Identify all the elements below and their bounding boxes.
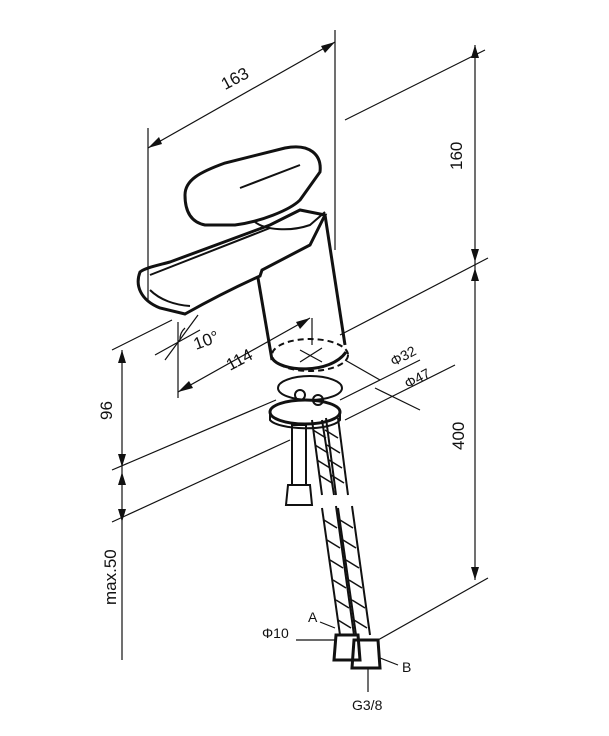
spout-tip-extension <box>111 319 173 351</box>
hose-lower-2-left <box>337 507 357 636</box>
bottom-leaders <box>296 621 399 692</box>
right-dimension-lines <box>339 45 489 641</box>
dim-hose-length-label: 400 <box>449 422 468 450</box>
spout-top-edge <box>149 227 271 276</box>
reach-dimension-line <box>177 317 311 393</box>
center-cross-2 <box>299 347 323 363</box>
mounting-assembly <box>268 375 343 506</box>
arrow-top <box>471 45 479 58</box>
dim-reach-label: 114 <box>223 345 256 375</box>
fitting-a <box>332 633 362 662</box>
deck-top-extension <box>111 399 277 471</box>
arrow-mid-up <box>471 249 479 262</box>
label-phi10: Φ10 <box>262 625 289 641</box>
phi32-leader <box>344 359 381 381</box>
hose-braid-pattern <box>312 429 368 629</box>
middle-extension-line <box>339 257 489 336</box>
mounting-plate <box>268 398 342 426</box>
hose-lower-1-right <box>335 505 355 636</box>
bolt-1 <box>294 389 306 401</box>
braided-hoses <box>311 417 382 670</box>
hose-2-right <box>337 417 349 496</box>
width-dimension <box>147 30 336 300</box>
phi47-extension-2 <box>344 364 456 421</box>
bottom-extension-line <box>377 577 489 641</box>
bolt-2 <box>312 394 324 406</box>
base-ellipse-dashed <box>271 338 349 372</box>
width-dimension-line <box>147 41 336 149</box>
a-leader <box>319 621 336 629</box>
label-thread: G3/8 <box>352 697 383 713</box>
rod-nut <box>284 484 314 506</box>
handle-base <box>254 211 326 231</box>
arrow-reach-right <box>296 318 310 329</box>
arrow-mid-down <box>471 268 479 281</box>
arrow-96-top <box>118 350 126 363</box>
dim-phi32-label: Φ32 <box>388 342 419 369</box>
handle-outline <box>183 145 322 227</box>
dim-angle-label: 10° <box>191 327 222 354</box>
diameter-leaders <box>339 359 456 421</box>
spout-underside <box>149 289 191 307</box>
base-lower-curve <box>270 351 348 371</box>
fitting-b <box>350 638 382 670</box>
dim-top-height-label: 160 <box>447 142 466 170</box>
deck-bottom-extension <box>111 439 291 523</box>
arrow-reach-left <box>178 381 193 392</box>
b-leader <box>379 657 399 666</box>
faucet-body <box>136 145 349 372</box>
handle-groove <box>239 164 301 189</box>
label-b: B <box>402 659 411 675</box>
dim-phi47-label: Φ47 <box>402 365 433 392</box>
threaded-rod <box>291 424 307 486</box>
spout-outline <box>136 208 328 316</box>
label-a: A <box>308 609 318 625</box>
hose-lower-1-left <box>321 507 341 636</box>
dim-max-thickness-label: max.50 <box>101 549 120 605</box>
center-cross-1 <box>299 349 323 363</box>
top-extension-line <box>344 49 486 121</box>
left-dimension-lines <box>111 319 291 660</box>
body-left-edge <box>256 277 274 361</box>
arrow-bottom <box>471 567 479 580</box>
arrow-width-right <box>321 42 335 53</box>
nut-ring-1 <box>277 375 343 401</box>
arrow-96-bottom <box>118 454 126 467</box>
hose-1-left <box>311 419 323 496</box>
dim-spout-height-label: 96 <box>97 401 116 420</box>
phi47-leader <box>374 387 421 411</box>
angle-arc <box>179 327 186 341</box>
arrow-width-left <box>148 137 162 148</box>
phi47-extension <box>339 359 421 401</box>
dim-width-label: 163 <box>218 64 252 94</box>
body-right-edge <box>323 214 347 346</box>
hose-lower-2-right <box>351 505 371 636</box>
arrow-50-top <box>118 472 126 485</box>
angle-line-2 <box>164 314 199 361</box>
arrow-50-bottom <box>118 509 126 522</box>
reach-dimension <box>154 314 311 398</box>
